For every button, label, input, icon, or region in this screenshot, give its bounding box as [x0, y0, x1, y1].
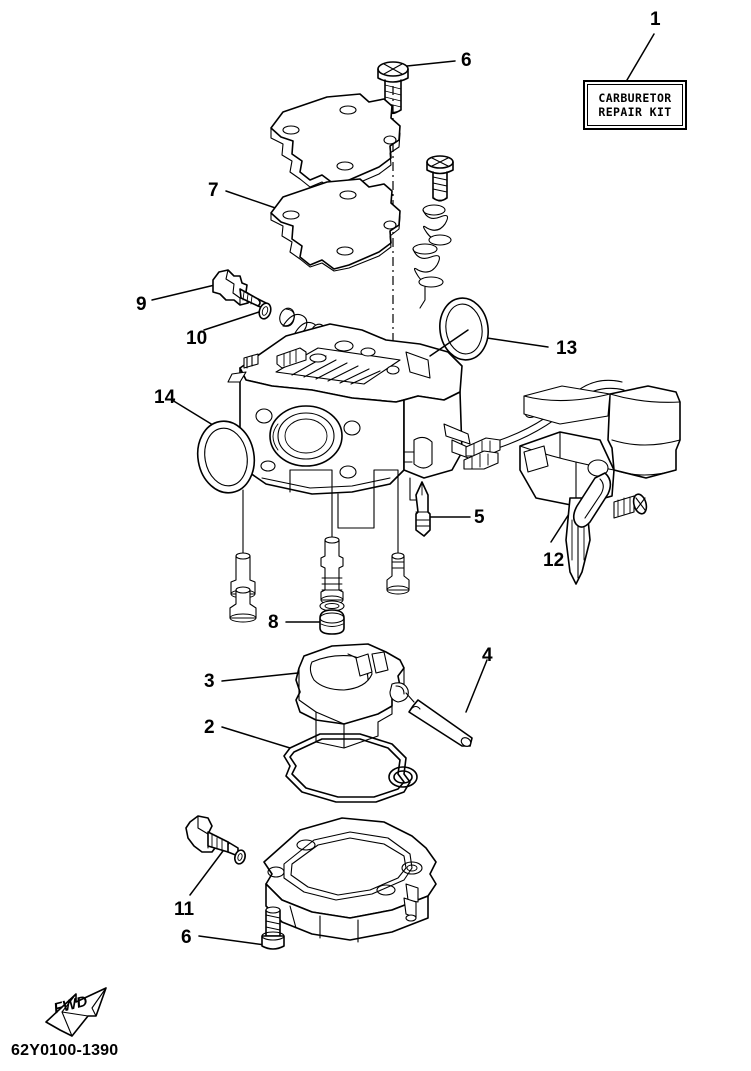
part-jets-group — [229, 469, 425, 623]
part-seal-12 — [572, 472, 612, 528]
part-drain-gasket-11 — [234, 849, 246, 865]
part-prime-start-assembly — [463, 379, 681, 585]
callout-number-1: 1 — [650, 9, 661, 30]
carburetor-repair-kit-label: CARBURETOR REPAIR KIT — [583, 80, 687, 130]
part-oring-pilot-screw — [258, 302, 272, 320]
callout-number-8: 8 — [268, 612, 279, 633]
part-oring-13 — [429, 297, 489, 361]
part-oring-14 — [196, 420, 256, 494]
callout-number-10: 10 — [186, 328, 208, 349]
float-pin-leader-hint — [405, 692, 415, 703]
part-float-chamber-gasket — [283, 733, 418, 803]
part-spring-upper — [422, 204, 452, 246]
part-plug-8 — [319, 609, 345, 635]
kit-label-inner-border: CARBURETOR REPAIR KIT — [587, 84, 683, 126]
part-cover-plate — [270, 93, 401, 192]
callout-number-6-bottom: 6 — [181, 927, 192, 948]
callout-number-11: 11 — [174, 899, 195, 920]
part-needle-valve — [415, 481, 431, 537]
part-float-pin — [408, 699, 473, 747]
part-float — [295, 643, 409, 749]
part-screw-secondary — [426, 155, 454, 202]
callout-leader-lines — [151, 33, 655, 946]
part-float-chamber-body — [263, 817, 437, 943]
drawing-number: 62Y0100-1390 — [11, 1042, 119, 1059]
callout-number-6-top: 6 — [461, 50, 472, 71]
callout-number-7: 7 — [208, 180, 219, 201]
kit-label-line-2: REPAIR KIT — [598, 104, 672, 119]
part-spring-lower — [412, 243, 444, 309]
callout-number-14: 14 — [154, 387, 176, 408]
callout-number-3: 3 — [204, 671, 215, 692]
callout-number-4: 4 — [482, 645, 493, 666]
callout-number-12: 12 — [543, 550, 565, 571]
part-drain-screw — [185, 815, 239, 857]
part-pilot-screw — [212, 269, 269, 311]
part-carburetor-body — [227, 323, 475, 495]
callout-number-9: 9 — [136, 294, 147, 315]
kit-label-line-1: CARBURETOR — [598, 91, 672, 106]
callout-number-2: 2 — [204, 717, 215, 738]
callout-number-5: 5 — [474, 507, 485, 528]
callout-number-13: 13 — [556, 338, 578, 359]
part-gasket-plate — [270, 178, 401, 272]
fwd-arrow-icon — [45, 987, 107, 1037]
part-screw-bottom — [261, 906, 285, 950]
